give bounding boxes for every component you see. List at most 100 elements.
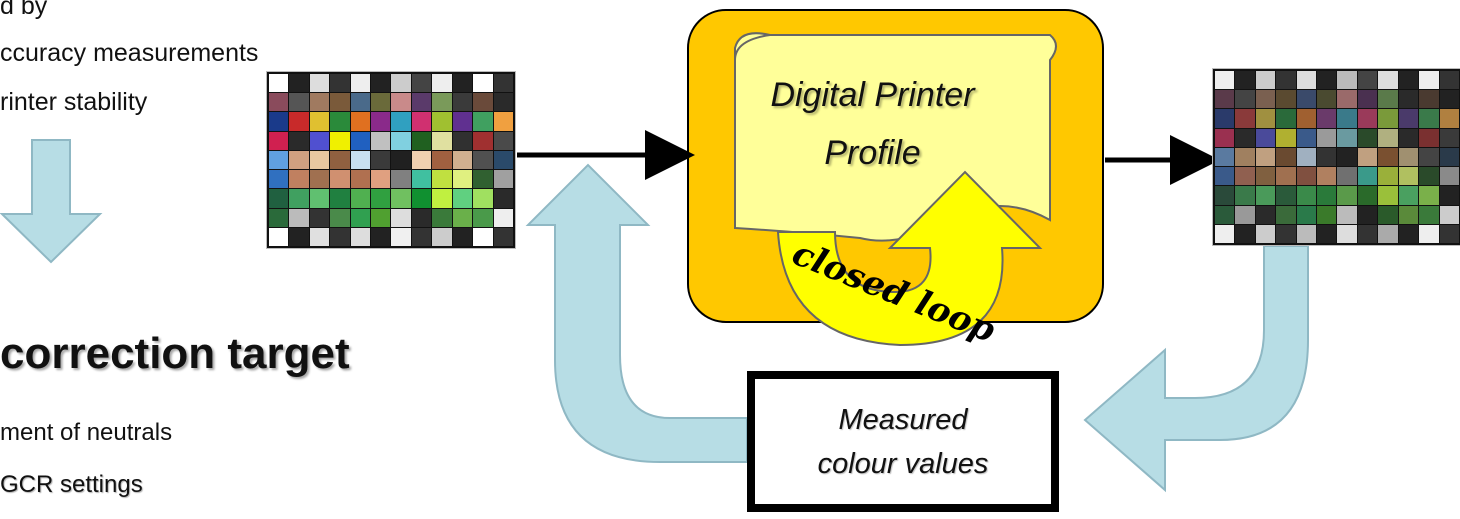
color-patch — [1317, 186, 1337, 205]
color-patch — [269, 170, 289, 189]
color-patch — [1255, 224, 1276, 243]
color-patch — [1439, 71, 1459, 90]
color-patch — [391, 189, 411, 208]
color-patch — [493, 74, 513, 93]
color-patch — [371, 131, 391, 150]
color-patch — [1255, 90, 1276, 109]
color-patch — [269, 112, 289, 131]
closed-loop-arrow — [776, 170, 1043, 347]
color-patch — [473, 208, 493, 227]
color-patch — [473, 93, 493, 112]
color-patch — [432, 227, 452, 246]
color-patch — [309, 112, 330, 131]
color-chart-right — [1212, 68, 1460, 246]
color-patch — [391, 93, 411, 112]
color-patch — [1235, 90, 1255, 109]
intro-line-1: d by — [0, 0, 48, 20]
color-patch — [452, 170, 473, 189]
color-patch — [350, 74, 371, 93]
color-patch — [371, 170, 391, 189]
color-patch — [1276, 109, 1296, 128]
color-patch — [411, 93, 432, 112]
profile-line-1: Digital Printer — [770, 76, 975, 114]
measured-line-2: colour values — [817, 447, 989, 480]
color-patch — [1357, 224, 1378, 243]
color-patch — [330, 208, 350, 227]
color-patch — [493, 208, 513, 227]
color-patch — [493, 150, 513, 170]
section-title: correction target — [0, 329, 350, 378]
color-patch — [1276, 90, 1296, 109]
color-patch — [1235, 205, 1255, 224]
color-patch — [1398, 128, 1419, 147]
color-patch — [1337, 90, 1357, 109]
color-patch — [1255, 109, 1276, 128]
color-patch — [371, 112, 391, 131]
color-patch — [411, 208, 432, 227]
color-patch — [269, 150, 289, 170]
color-patch — [473, 150, 493, 170]
color-patch — [473, 112, 493, 131]
color-patch — [350, 150, 371, 170]
color-patch — [1276, 128, 1296, 147]
color-patch — [330, 150, 350, 170]
color-patch — [452, 189, 473, 208]
color-patch — [1439, 224, 1459, 243]
color-patch — [1357, 109, 1378, 128]
color-patch — [1357, 205, 1378, 224]
color-patch — [1296, 205, 1317, 224]
color-patch — [350, 112, 371, 131]
color-patch — [330, 74, 350, 93]
color-patch — [452, 150, 473, 170]
color-patch — [391, 74, 411, 93]
color-patch — [371, 227, 391, 246]
color-patch — [1215, 167, 1235, 186]
color-patch — [1317, 128, 1337, 147]
color-patch — [289, 112, 309, 131]
color-patch — [452, 208, 473, 227]
color-patch — [493, 112, 513, 131]
color-patch — [391, 227, 411, 246]
color-patch — [1255, 205, 1276, 224]
color-patch — [289, 93, 309, 112]
color-patch — [1255, 71, 1276, 90]
color-patch — [473, 170, 493, 189]
scroll-curl — [734, 34, 771, 61]
color-patch — [269, 93, 289, 112]
color-patch — [1215, 186, 1235, 205]
color-patch — [411, 131, 432, 150]
color-patch — [1419, 167, 1439, 186]
color-patch — [1317, 224, 1337, 243]
color-patch — [1317, 90, 1337, 109]
color-patch — [371, 74, 391, 93]
color-patch — [452, 131, 473, 150]
color-patch — [350, 189, 371, 208]
color-patch — [1419, 224, 1439, 243]
color-patch — [493, 131, 513, 150]
color-patch — [1337, 147, 1357, 167]
color-patch — [1296, 186, 1317, 205]
down-arrow — [0, 139, 103, 264]
color-patch — [1378, 109, 1398, 128]
color-patch — [1398, 109, 1419, 128]
color-patch — [350, 131, 371, 150]
color-patch — [350, 170, 371, 189]
color-patch — [1419, 186, 1439, 205]
color-patch — [391, 131, 411, 150]
color-patch — [411, 227, 432, 246]
color-patch — [432, 189, 452, 208]
color-patch — [1378, 167, 1398, 186]
color-patch — [371, 208, 391, 227]
color-patch — [309, 189, 330, 208]
color-patch — [391, 208, 411, 227]
color-patch — [432, 74, 452, 93]
color-patch — [1439, 128, 1459, 147]
color-patch — [330, 131, 350, 150]
color-patch — [1337, 167, 1357, 186]
color-patch — [1255, 128, 1276, 147]
color-patch — [1235, 109, 1255, 128]
color-patch — [1215, 71, 1235, 90]
color-patch — [1276, 167, 1296, 186]
color-patch — [1439, 205, 1459, 224]
